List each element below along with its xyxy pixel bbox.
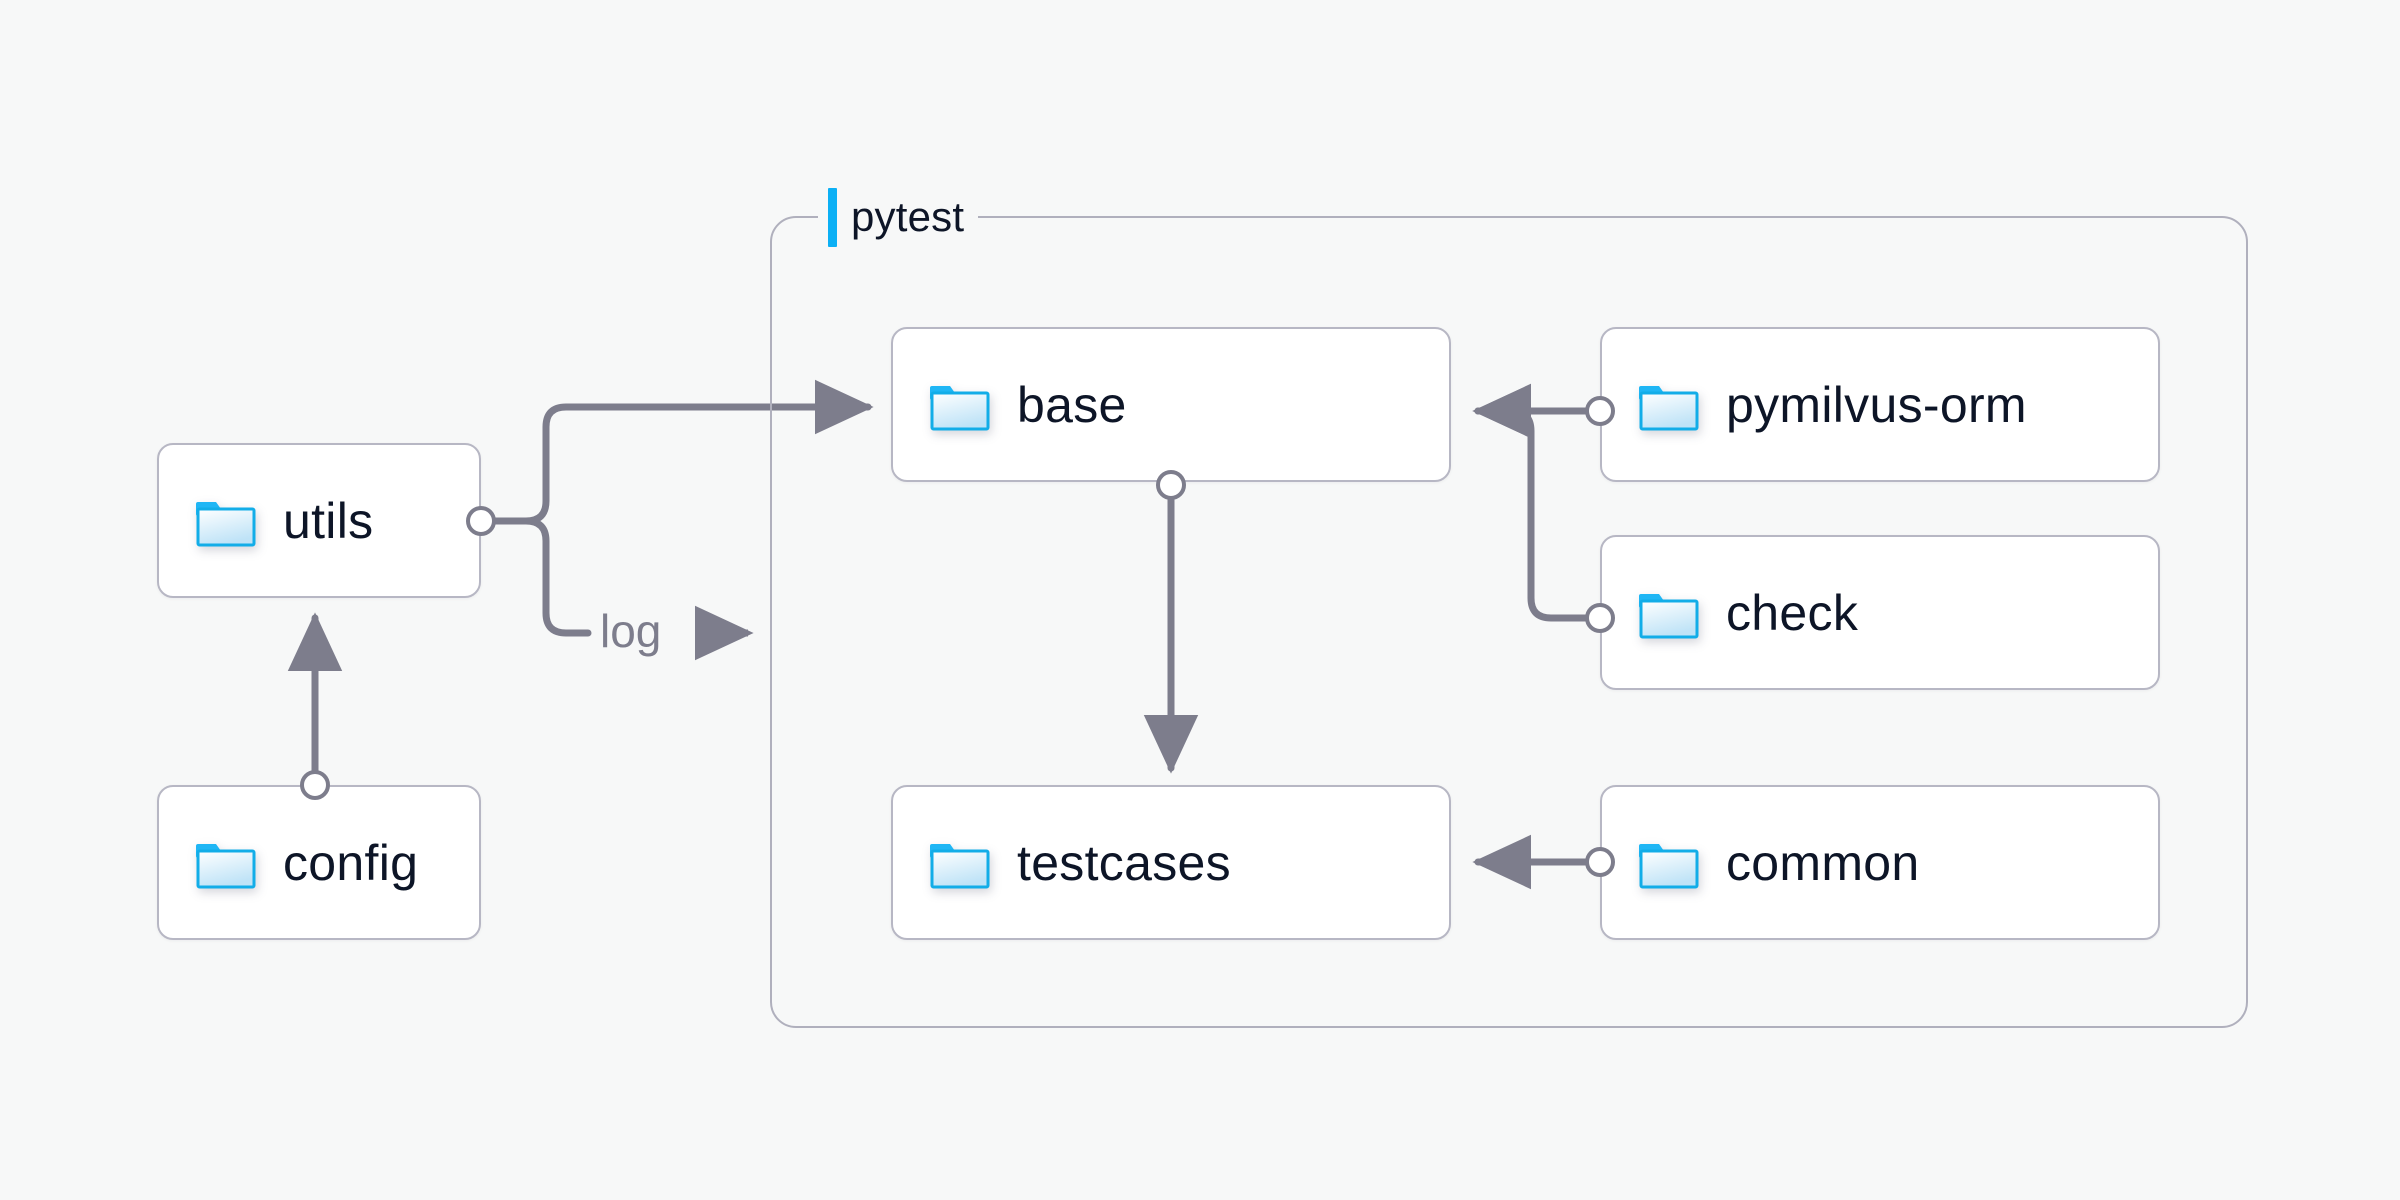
accent-bar-icon (828, 187, 837, 247)
node-testcases-label: testcases (1017, 834, 1231, 891)
port-base-bottom[interactable] (1156, 470, 1186, 500)
group-pytest-title: pytest (818, 186, 979, 248)
edge-utils-log (492, 517, 592, 637)
port-check-left[interactable] (1585, 603, 1615, 633)
node-pymilvus-orm-label: pymilvus-orm (1726, 376, 2027, 433)
group-label: pytest (851, 193, 965, 240)
node-common[interactable]: common (1600, 785, 2160, 940)
folder-icon (930, 843, 990, 888)
node-check-content: check (1602, 586, 1858, 640)
node-common-label: common (1726, 834, 1920, 891)
node-config-label: config (283, 834, 419, 891)
node-base-content: base (893, 378, 1127, 432)
node-utils[interactable]: utils (157, 443, 481, 598)
node-testcases[interactable]: testcases (891, 785, 1451, 940)
node-check-label: check (1726, 584, 1859, 641)
edge-label-log: log (600, 605, 662, 657)
node-check[interactable]: check (1600, 535, 2160, 690)
folder-icon (930, 385, 990, 430)
port-utils-right[interactable] (466, 506, 496, 536)
port-config-top[interactable] (300, 770, 330, 800)
node-config[interactable]: config (157, 785, 481, 940)
node-base[interactable]: base (891, 327, 1451, 482)
folder-icon (196, 501, 256, 546)
folder-icon (1639, 385, 1699, 430)
node-utils-label: utils (283, 492, 374, 549)
port-pymilvus-orm-left[interactable] (1585, 396, 1615, 426)
group-pytest-container[interactable] (770, 216, 2248, 1028)
folder-icon (196, 843, 256, 888)
node-common-content: common (1602, 836, 1920, 890)
node-config-content: config (159, 836, 418, 890)
node-base-label: base (1017, 376, 1127, 433)
folder-icon (1639, 843, 1699, 888)
node-pymilvus-orm-content: pymilvus-orm (1602, 378, 2027, 432)
node-testcases-content: testcases (893, 836, 1231, 890)
node-pymilvus-orm[interactable]: pymilvus-orm (1600, 327, 2160, 482)
node-utils-content: utils (159, 494, 373, 548)
port-common-left[interactable] (1585, 847, 1615, 877)
folder-icon (1639, 593, 1699, 638)
